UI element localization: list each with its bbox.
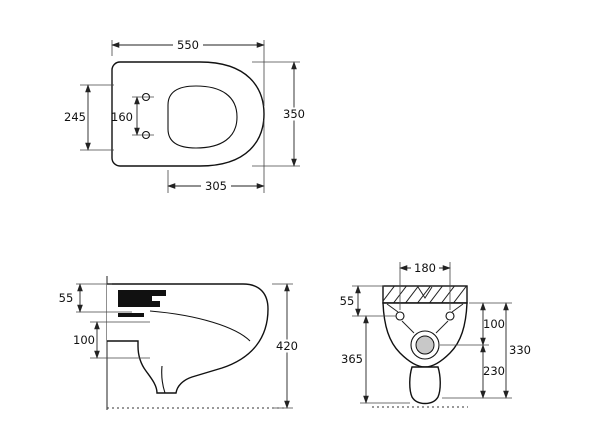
- toilet-outline-front: [382, 302, 468, 368]
- trap-inner-line: [161, 365, 166, 394]
- fixing-hole-right: [445, 311, 455, 321]
- bowl-inner-line: [149, 310, 251, 342]
- dim-label-55-side: 55: [59, 291, 74, 305]
- dimension-100-side: 100: [73, 321, 150, 359]
- mounting-detail-lines: [386, 286, 464, 334]
- dim-label-420: 420: [276, 339, 298, 353]
- front-view: 180 55 365 100 230 330: [340, 261, 531, 408]
- drain-outlet-outer: [410, 330, 440, 360]
- dimension-160: 160: [111, 96, 154, 136]
- dimension-330: 330: [503, 302, 531, 399]
- dim-label-100-side: 100: [73, 333, 95, 347]
- dimension-350: 350: [252, 61, 308, 167]
- dim-label-350: 350: [283, 107, 305, 121]
- dim-label-100-front: 100: [483, 317, 505, 331]
- rim-section-cut: [118, 290, 166, 307]
- dim-label-180: 180: [414, 261, 436, 275]
- inlet-section-cut: [118, 313, 144, 317]
- dim-label-230: 230: [483, 364, 505, 378]
- dimension-55-side: 55: [59, 283, 132, 313]
- dimension-55-front: 55: [340, 285, 396, 317]
- dimension-365: 365: [341, 315, 410, 404]
- toilet-outline-side: [107, 283, 269, 394]
- dim-label-245: 245: [64, 110, 86, 124]
- dim-label-550: 550: [177, 38, 199, 52]
- dim-label-160: 160: [111, 110, 133, 124]
- seat-opening: [167, 85, 238, 149]
- drain-outlet-inner: [415, 335, 435, 355]
- dimension-230: 230: [442, 344, 512, 399]
- dimension-305: 305: [167, 120, 265, 193]
- trapway-outline: [409, 366, 441, 405]
- dim-label-365: 365: [341, 352, 363, 366]
- dimension-180: 180: [399, 261, 451, 310]
- dim-label-305: 305: [205, 179, 227, 193]
- toilet-outline-top: [111, 61, 265, 167]
- dimension-420: 420: [272, 283, 301, 409]
- dimension-100-front: 100: [440, 302, 512, 346]
- dimension-550: 550: [111, 38, 265, 106]
- dim-label-55-front: 55: [340, 294, 355, 308]
- dimension-245: 245: [64, 84, 114, 151]
- top-view: 550 350 245 160 305: [64, 38, 308, 193]
- dim-label-330: 330: [509, 343, 531, 357]
- side-view: 55 100 420: [59, 276, 301, 410]
